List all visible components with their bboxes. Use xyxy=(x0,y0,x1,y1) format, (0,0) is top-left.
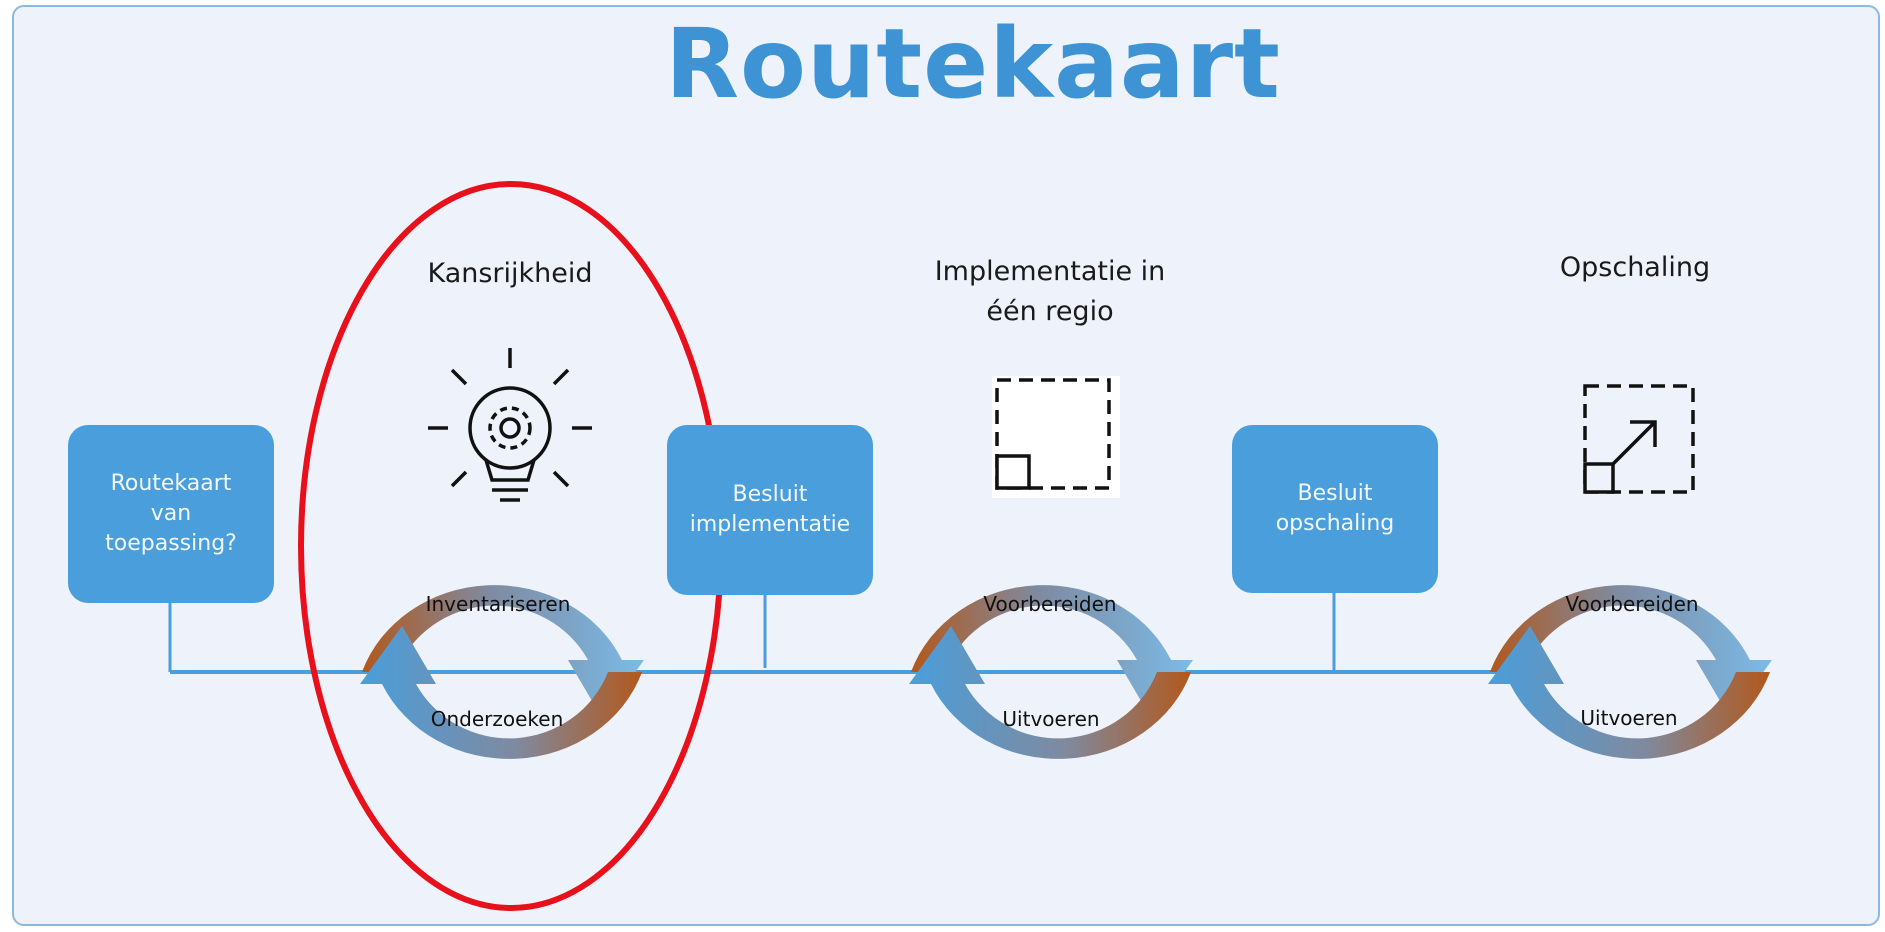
cycle-2-top-label: Voorbereiden xyxy=(983,592,1117,616)
phase-heading-kansrijkheid: Kansrijkheid xyxy=(427,258,593,289)
diagram-panel xyxy=(12,5,1880,926)
cycle-1-top-label: Inventariseren xyxy=(425,592,571,616)
cycle-3-arrows xyxy=(1488,585,1772,759)
start-box: Routekaart van toepassing? xyxy=(68,425,274,603)
cycle-1-arrows xyxy=(360,585,644,759)
phase-heading-implementatie: Implementatie in één regio xyxy=(934,256,1166,327)
page-title: Routekaart xyxy=(665,8,1281,120)
cycle-2-bottom-label: Uitvoeren xyxy=(1002,707,1100,731)
cycle-1-bottom-label: Onderzoeken xyxy=(430,707,564,731)
expand-arrow-icon xyxy=(1583,384,1695,494)
decision-box-opschaling: Besluit opschaling xyxy=(1232,425,1438,593)
cycle-2-arrows xyxy=(909,585,1193,759)
cycle-3-bottom-label: Uitvoeren xyxy=(1580,706,1678,730)
small-square-in-dashed-frame-icon xyxy=(992,376,1120,498)
lightbulb-gear-icon xyxy=(428,348,592,502)
phase-heading-opschaling: Opschaling xyxy=(1559,252,1711,283)
decision-box-implementatie: Besluit implementatie xyxy=(667,425,873,595)
cycle-3-top-label: Voorbereiden xyxy=(1565,592,1699,616)
